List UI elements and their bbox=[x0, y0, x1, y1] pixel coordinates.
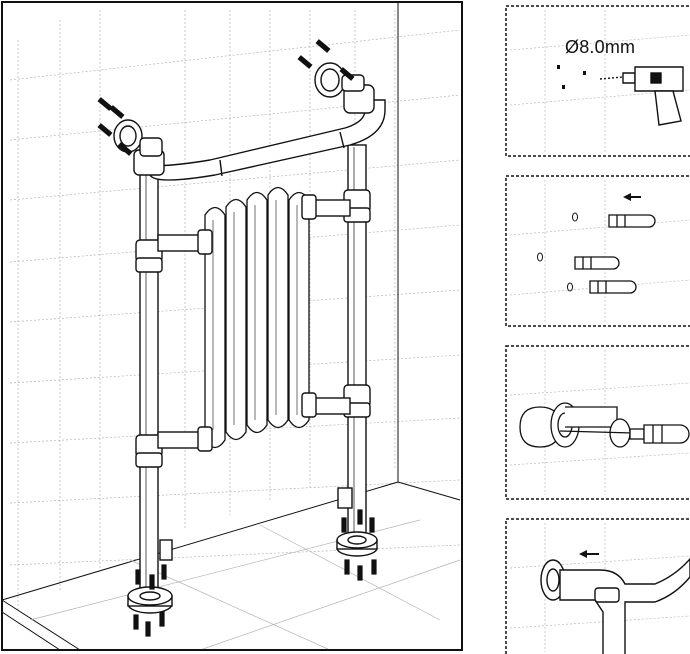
room-edges bbox=[1, 2, 461, 651]
push-arrow-icon bbox=[623, 193, 641, 201]
floor-flange-left bbox=[127, 586, 173, 614]
drill-size-label: Ø8.0mm bbox=[565, 37, 636, 57]
step-bracket-panel bbox=[505, 518, 690, 654]
top-left-elbow bbox=[113, 119, 165, 176]
drill-holes bbox=[557, 65, 586, 89]
slide-arrow-icon bbox=[579, 550, 599, 558]
wall-plug-icon bbox=[574, 214, 656, 294]
floor-tile-grid bbox=[29, 519, 461, 651]
screws bbox=[97, 39, 377, 637]
plug-holes bbox=[537, 212, 578, 292]
floor-flange-right bbox=[336, 531, 378, 557]
screwdriver-icon bbox=[559, 424, 690, 444]
wall-tile-grid bbox=[9, 10, 461, 610]
step-screw-panel bbox=[505, 345, 690, 500]
drill-icon bbox=[599, 66, 684, 126]
flange bbox=[519, 402, 631, 448]
radiator-columns bbox=[204, 186, 310, 449]
step-wall-plugs-panel bbox=[505, 175, 690, 327]
step-drill-panel: Ø8.0mm bbox=[505, 5, 690, 157]
connectors bbox=[157, 194, 351, 452]
left-leg bbox=[135, 169, 173, 596]
main-radiator-illustration bbox=[1, 1, 463, 651]
wall-bracket-icon bbox=[540, 557, 690, 654]
top-right-elbow bbox=[314, 62, 375, 114]
